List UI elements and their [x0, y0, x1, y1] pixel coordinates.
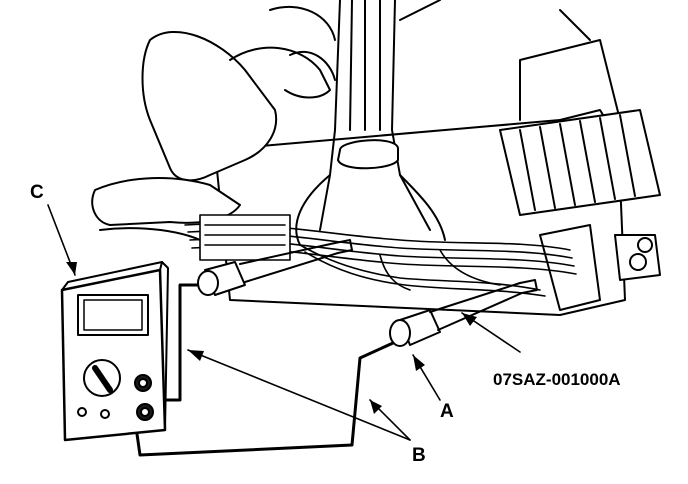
- probe-a: [389, 279, 538, 347]
- callout-a-label: A: [440, 401, 454, 422]
- part-number-label: 07SAZ-001000A: [493, 370, 621, 389]
- callout-c-label: C: [30, 182, 44, 203]
- leader-arrowheads: [66, 262, 477, 414]
- technician-hands: [91, 5, 336, 246]
- probe-upper: [197, 239, 353, 296]
- wire-bundle: [184, 214, 577, 297]
- multimeter-c: [60, 261, 169, 442]
- harness-trunk: [295, 0, 446, 246]
- callout-b-label: B: [412, 445, 426, 466]
- test-leads-b: [133, 283, 395, 457]
- corrugated-sleeve: [499, 109, 661, 216]
